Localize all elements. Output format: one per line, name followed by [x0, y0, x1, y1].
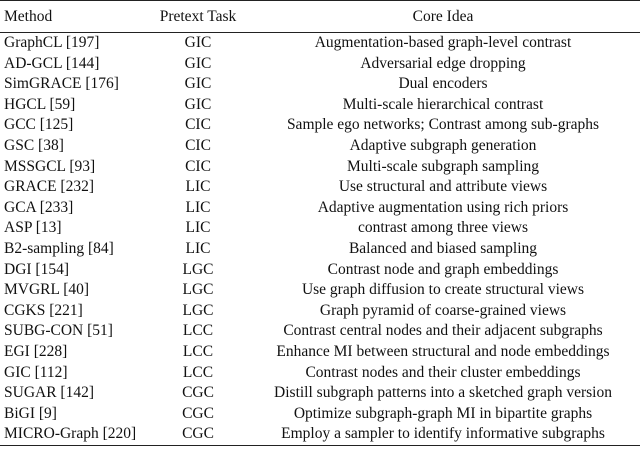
pretext-task-cell: CIC [185, 157, 211, 175]
methods-table: Method Pretext Task Core Idea GraphCL [1… [0, 0, 640, 446]
method-cell: GIC [112] [4, 363, 68, 381]
method-cell: GCC [125] [4, 116, 74, 134]
core-idea-cell: Adaptive augmentation using rich priors [317, 198, 569, 216]
pretext-task-cell: CGC [182, 384, 214, 402]
table-row: SUGAR [142] CGC Distill subgraph patterns … [0, 383, 640, 404]
method-cell: SUGAR [142] [4, 384, 94, 402]
table-row: EGI [228] LCC Enhance MI between structura… [0, 342, 640, 363]
method-cell: MSSGCL [93] [4, 157, 96, 175]
pretext-task-cell: LCC [182, 322, 214, 340]
pretext-task-cell: LIC [185, 178, 211, 196]
pretext-task-cell: GIC [184, 34, 212, 51]
core-idea-cell: Optimize subgraph-graph MI in bipartite … [293, 404, 593, 422]
method-cell: HGCL [59] [4, 95, 76, 113]
header-method: Method [0, 0, 150, 33]
pretext-task-cell: CIC [185, 136, 211, 154]
header-core-idea: Core Idea [246, 0, 640, 33]
core-idea-cell: Sample ego networks; Contrast among sub-… [286, 116, 600, 134]
pretext-task-cell: LGC [182, 281, 214, 299]
table-row: GRACE [232] LIC Use structural and attribu… [0, 177, 640, 198]
table-row: HGCL [59] GIC Multi-scale hierarchical con… [0, 95, 640, 116]
core-idea-cell: Use graph diffusion to create structural… [301, 281, 585, 299]
method-cell: B2-sampling [84] [4, 239, 114, 257]
core-idea-cell: Balanced and biased sampling [348, 239, 538, 257]
core-idea-cell: Contrast node and graph embeddings [327, 260, 559, 278]
pretext-task-cell: LCC [182, 342, 214, 360]
pretext-task-cell: GIC [184, 75, 212, 93]
method-cell: SUBG-CON [51] [4, 322, 113, 340]
table-row: GraphCL [197] GIC Augmentation-based graph… [0, 33, 640, 54]
pretext-task-cell: GIC [184, 54, 212, 72]
table-row: ASP [13] LIC contrast among three views [0, 218, 640, 239]
pretext-task-cell: LGC [182, 260, 214, 278]
core-idea-cell: Multi-scale hierarchical contrast [342, 95, 544, 113]
core-idea-cell: Adaptive subgraph generation [349, 136, 537, 154]
pretext-task-cell: LGC [182, 301, 214, 319]
table-row: CGKS [221] LGC Graph pyramid of coarse-gra… [0, 301, 640, 322]
table-row: GSC [38] CIC Adaptive subgraph generation [0, 136, 640, 157]
pretext-task-cell: LIC [185, 239, 211, 257]
core-idea-cell: Dual encoders [398, 75, 488, 93]
method-cell: AD-GCL [144] [4, 54, 100, 72]
core-idea-cell: Distill subgraph patterns into a sketche… [274, 384, 612, 402]
method-cell: MICRO-Graph [220] [0, 424, 150, 446]
method-cell: MVGRL [40] [4, 281, 90, 299]
header-row: Method Pretext Task Core Idea [0, 0, 640, 33]
core-idea-cell: Augmentation-based graph-level contrast [314, 34, 572, 51]
core-idea-cell: contrast among three views [357, 219, 528, 237]
method-cell: GRACE [232] [4, 178, 94, 196]
table-header: Method Pretext Task Core Idea [0, 0, 640, 33]
method-cell: BiGI [9] [4, 404, 57, 422]
table-row: MVGRL [40] LGC Use graph diffusion to crea… [0, 280, 640, 301]
core-idea-cell: Employ a sampler to identify informative… [246, 424, 640, 446]
pretext-task-cell: LCC [182, 363, 214, 381]
pretext-task-cell: CIC [185, 116, 211, 134]
core-idea-cell: Contrast central nodes and their adjacen… [283, 322, 603, 340]
method-cell: GCA [233] [4, 198, 74, 216]
pretext-task-cell: LIC [185, 219, 211, 237]
core-idea-cell: Adversarial edge dropping [360, 54, 526, 72]
core-idea-cell: Multi-scale subgraph sampling [347, 157, 539, 175]
method-cell: DGI [154] [4, 260, 69, 278]
method-cell: ASP [13] [4, 219, 62, 237]
table-row: GCA [233] LIC Adaptive augmentation using … [0, 198, 640, 219]
pretext-task-cell: CGC [150, 424, 246, 446]
core-idea-cell: Enhance MI between structural and node e… [276, 342, 610, 360]
pretext-task-cell: CGC [182, 404, 214, 422]
table-row: GIC [112] LCC Contrast nodes and their clu… [0, 363, 640, 384]
core-idea-cell: Graph pyramid of coarse-grained views [319, 301, 567, 319]
method-cell: CGKS [221] [4, 301, 83, 319]
method-cell: GSC [38] [4, 136, 64, 154]
method-cell: EGI [228] [4, 342, 68, 360]
core-idea-cell: Contrast nodes and their cluster embeddi… [305, 363, 581, 381]
table-row: SUBG-CON [51] LCC Contrast central nodes a… [0, 321, 640, 342]
table-row: GCC [125] CIC Sample ego networks; Contras… [0, 115, 640, 136]
table-row: SimGRACE [176] GIC Dual encoders [0, 74, 640, 95]
table-row: B2-sampling [84] LIC Balanced and biased s… [0, 239, 640, 260]
table-row: BiGI [9] CGC Optimize subgraph-graph MI in… [0, 404, 640, 425]
core-idea-cell: Use structural and attribute views [338, 178, 548, 196]
method-cell: GraphCL [197] [4, 34, 100, 51]
header-pretext-task: Pretext Task [150, 0, 246, 33]
table-body: GraphCL [197] GIC Augmentation-based graph… [0, 33, 640, 446]
pretext-task-cell: LIC [185, 198, 211, 216]
pretext-task-cell: GIC [184, 95, 212, 113]
method-cell: SimGRACE [176] [4, 75, 119, 93]
table-row: AD-GCL [144] GIC Adversarial edge dropping [0, 54, 640, 75]
table-row: DGI [154] LGC Contrast node and graph embe… [0, 260, 640, 281]
table-row: MSSGCL [93] CIC Multi-scale subgraph sampl… [0, 157, 640, 178]
